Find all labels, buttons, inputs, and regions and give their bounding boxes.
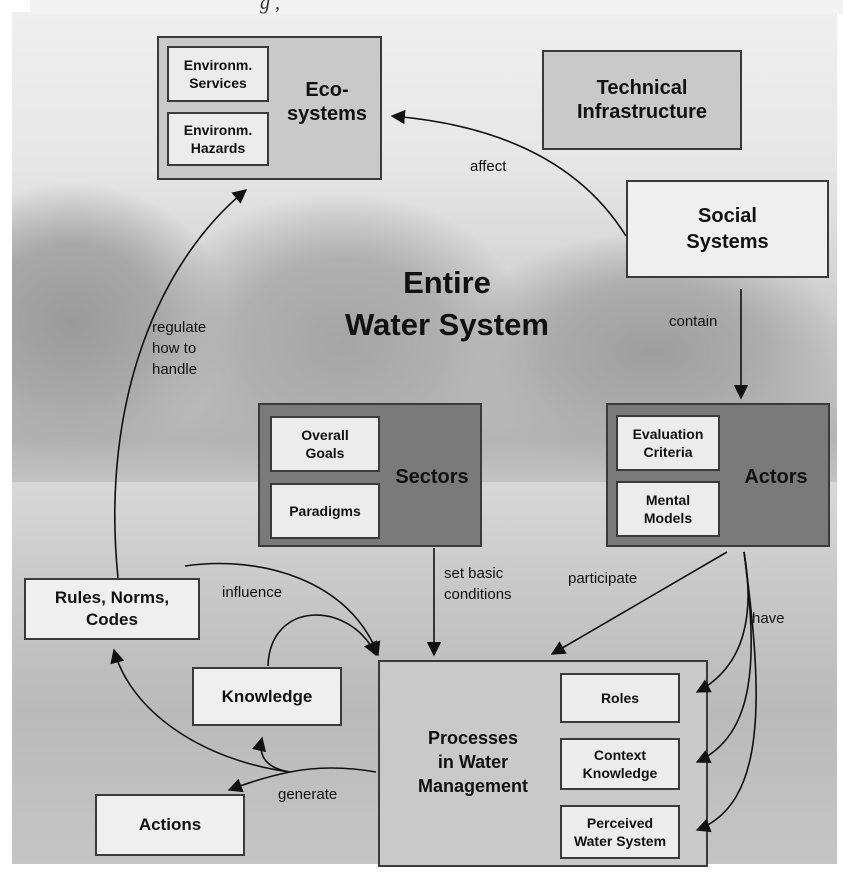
context-knowledge-line2: Knowledge [582, 765, 658, 781]
evaluation-criteria-line1: Evaluation [632, 426, 704, 442]
edge-label-affect: affect [470, 158, 507, 175]
knowledge-label: Knowledge [221, 686, 313, 706]
mental-models-line1: Mental [645, 492, 691, 508]
ecosystems-label-line2: systems [286, 103, 368, 125]
technical-infrastructure-line1: Technical [596, 77, 688, 99]
environm-hazards-line2: Hazards [190, 140, 246, 156]
regulate-line1: regulate [152, 319, 207, 336]
context-knowledge-line1: Context [593, 747, 647, 763]
ecosystems-label: Eco- systems [277, 78, 377, 126]
roles-label: Roles [600, 690, 640, 706]
environm-hazards-line1: Environm. [183, 122, 253, 138]
rules-line1: Rules, Norms, [54, 588, 170, 607]
regulate-line3: handle [152, 361, 198, 378]
processes-box: Processes in Water Management Roles Cont… [378, 660, 708, 867]
header-fragment: g , [260, 0, 280, 14]
mental-models-line2: Models [643, 510, 693, 526]
sectors-label: Sectors [395, 466, 469, 488]
rules-norms-codes-box: Rules, Norms, Codes [24, 578, 200, 640]
environm-services-box: Environm. Services [167, 46, 269, 102]
paradigms-label: Paradigms [289, 503, 361, 519]
perceived-water-system-line1: Perceived [586, 815, 654, 831]
processes-line1: Processes [427, 728, 519, 748]
ecosystems-box: Environm. Services Environm. Hazards Eco- … [157, 36, 382, 180]
regulate-line2: how to [152, 340, 197, 357]
entire-water-system-title: Entire Water System [322, 262, 572, 346]
paradigms-box: Paradigms [270, 483, 380, 539]
technical-infrastructure-line2: Infrastructure [576, 101, 708, 123]
environm-hazards-box: Environm. Hazards [167, 112, 269, 166]
roles-box: Roles [560, 673, 680, 723]
knowledge-box: Knowledge [192, 667, 342, 726]
evaluation-criteria-line2: Criteria [643, 444, 693, 460]
title-line2: Water System [345, 307, 549, 342]
edge-label-regulate: regulate how to handle [152, 317, 206, 380]
edge-label-participate: participate [568, 570, 638, 587]
actions-box: Actions [95, 794, 245, 856]
processes-label: Processes in Water Management [384, 726, 562, 798]
rules-line2: Codes [86, 610, 138, 629]
edge-label-set-basic-conditions: set basic conditions [444, 563, 512, 605]
social-systems-line1: Social [698, 205, 757, 227]
edge-label-contain: contain [669, 313, 718, 330]
overall-goals-line2: Goals [305, 445, 345, 461]
edge-label-have: have [752, 610, 785, 627]
set-basic-line2: conditions [444, 586, 512, 603]
processes-line3: Management [417, 776, 529, 796]
perceived-water-system-line2: Water System [573, 833, 667, 849]
top-strip: g , [30, 0, 843, 14]
environm-services-line2: Services [189, 75, 247, 91]
processes-line2: in Water [437, 752, 509, 772]
edge-label-generate: generate [278, 786, 338, 803]
overall-goals-line1: Overall [301, 427, 349, 443]
set-basic-line1: set basic [444, 565, 504, 582]
actions-label: Actions [138, 815, 202, 834]
ecosystems-label-line1: Eco- [305, 79, 349, 101]
actors-label: Actors [744, 466, 808, 488]
social-systems-line2: Systems [686, 231, 769, 253]
edge-label-influence: influence [222, 584, 283, 601]
title-line1: Entire [403, 265, 491, 300]
environm-services-line1: Environm. [183, 57, 253, 73]
